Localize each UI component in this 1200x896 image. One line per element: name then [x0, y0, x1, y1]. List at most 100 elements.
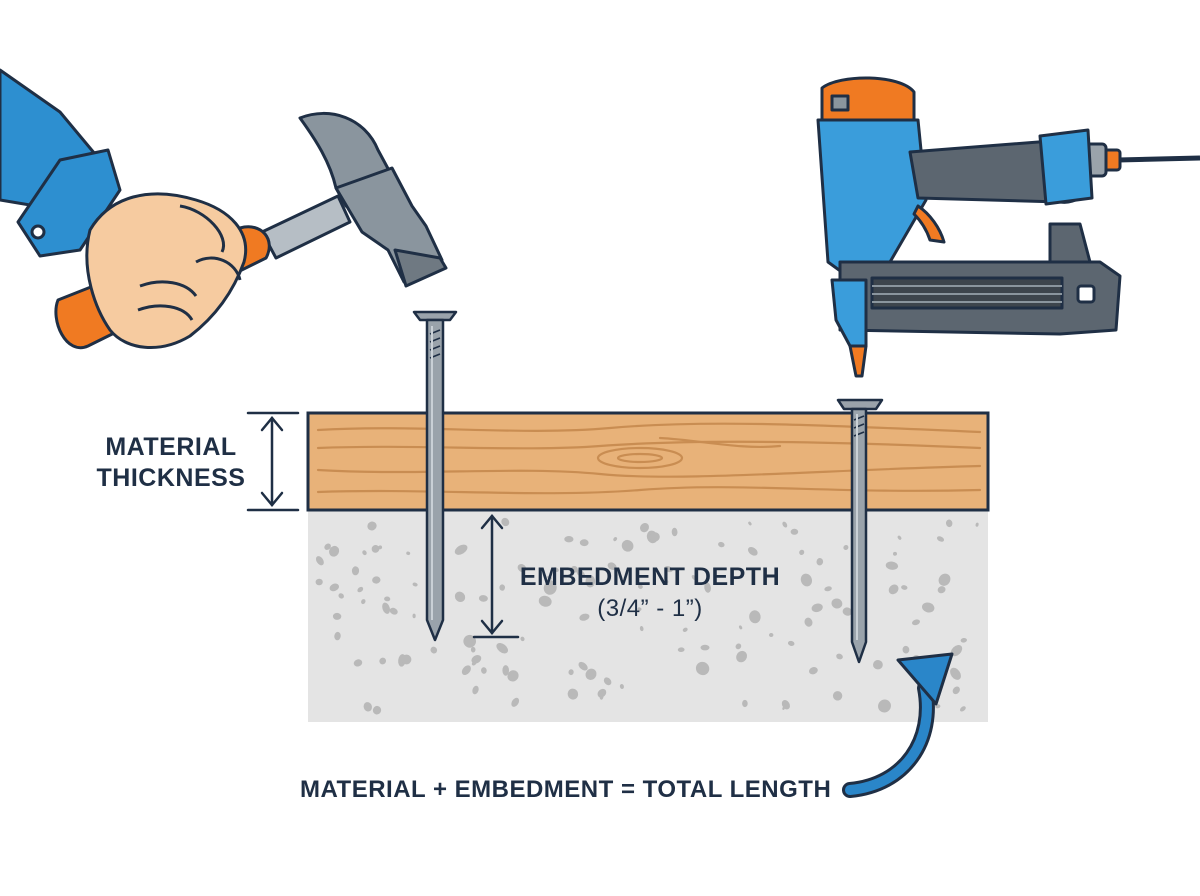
concrete-speck	[664, 566, 673, 573]
concrete-speck	[749, 610, 761, 624]
concrete-speck	[639, 626, 644, 632]
concrete-speck	[576, 569, 585, 578]
wood-board	[306, 411, 990, 512]
concrete-speck	[578, 661, 588, 671]
concrete-speck	[640, 522, 649, 533]
concrete-speck	[936, 536, 945, 542]
concrete-speck	[499, 584, 506, 591]
concrete-speck	[704, 582, 711, 593]
concrete-speck	[501, 517, 510, 527]
concrete-speck	[471, 655, 482, 664]
concrete-speck	[637, 584, 643, 589]
concrete-speck	[585, 668, 597, 680]
concrete-speck	[384, 596, 391, 602]
concrete-speck	[567, 688, 579, 700]
concrete-speck	[700, 644, 710, 651]
concrete-speck	[677, 647, 685, 653]
concrete-speck	[790, 528, 799, 535]
concrete-speck	[379, 657, 387, 665]
concrete-speck	[671, 527, 678, 537]
concrete-speck	[517, 563, 527, 573]
concrete-speck	[547, 575, 552, 580]
concrete-speck	[960, 706, 966, 712]
concrete-speck	[520, 636, 525, 642]
embedment-dimension	[472, 514, 520, 639]
concrete-speck	[816, 558, 824, 566]
concrete-speck	[832, 691, 843, 701]
concrete-speck	[454, 544, 468, 555]
concrete-speck	[945, 519, 953, 528]
concrete-speck	[502, 665, 509, 676]
concrete-speck	[454, 591, 466, 602]
concrete-speck	[695, 661, 710, 676]
concrete-speck	[382, 602, 390, 614]
concrete-speck	[538, 595, 552, 607]
concrete-speck	[367, 521, 377, 531]
concrete-speck	[950, 644, 963, 657]
concrete-speck	[787, 640, 795, 646]
left-nail	[412, 310, 458, 642]
right-nail	[836, 398, 884, 664]
concrete-speck	[570, 565, 578, 573]
concrete-speck	[950, 667, 961, 680]
material-thickness-label: MATERIAL THICKNESS	[92, 432, 250, 494]
concrete-speck	[585, 575, 596, 588]
concrete-speck	[607, 562, 617, 570]
concrete-speck	[362, 550, 367, 556]
sleeve	[0, 68, 122, 258]
concrete-speck	[463, 634, 477, 648]
concrete-speck	[831, 598, 843, 609]
concrete-speck	[430, 646, 438, 654]
total-length-formula: MATERIAL + EMBEDMENT = TOTAL LENGTH	[300, 776, 832, 803]
concrete-speck	[937, 586, 946, 594]
material-thickness-line2: THICKNESS	[96, 464, 246, 492]
concrete-speck	[782, 706, 786, 710]
concrete-speck	[664, 579, 669, 584]
concrete-speck	[507, 670, 519, 682]
concrete-speck	[613, 537, 618, 542]
concrete-speck	[742, 699, 748, 708]
concrete-speck	[782, 521, 788, 528]
concrete-speck	[897, 535, 902, 540]
embedment-depth-label: EMBEDMENT DEPTH (3/4” - 1”)	[510, 562, 790, 624]
concrete-speck	[579, 613, 590, 621]
concrete-speck	[718, 541, 725, 548]
concrete-speck	[599, 694, 604, 700]
concrete-speck	[324, 543, 331, 550]
hand-icon	[85, 192, 248, 349]
concrete-speck	[329, 545, 340, 557]
concrete-speck	[952, 686, 960, 695]
concrete-speck	[357, 586, 364, 593]
concrete-speck	[332, 612, 342, 620]
concrete-speck	[511, 697, 520, 707]
concrete-speck	[769, 632, 774, 638]
concrete-speck	[568, 669, 574, 676]
hand-with-hammer	[0, 68, 448, 350]
nail-gun-icon	[816, 76, 1200, 378]
concrete-speck	[603, 677, 612, 686]
thickness-dimension	[246, 411, 300, 512]
concrete-speck	[353, 659, 363, 667]
material-thickness-line1: MATERIAL	[105, 433, 237, 461]
concrete-speck	[481, 667, 487, 674]
concrete-speck	[579, 539, 589, 547]
concrete-speck	[552, 567, 559, 572]
concrete-speck	[738, 625, 743, 630]
concrete-speck	[470, 646, 476, 653]
concrete-speck	[338, 593, 344, 599]
concrete-speck	[412, 582, 418, 587]
concrete-speck	[893, 551, 897, 556]
concrete-speck	[334, 631, 341, 641]
embedment-depth-title: EMBEDMENT DEPTH	[519, 563, 781, 591]
concrete-speck	[747, 546, 758, 556]
concrete-speck	[748, 521, 752, 526]
concrete-speck	[836, 653, 843, 660]
concrete-speck	[406, 551, 411, 556]
concrete-slab	[308, 510, 988, 722]
concrete-speck	[938, 573, 951, 586]
concrete-speck	[811, 603, 823, 613]
concrete-speck	[351, 566, 360, 576]
concrete-speck	[809, 667, 818, 675]
